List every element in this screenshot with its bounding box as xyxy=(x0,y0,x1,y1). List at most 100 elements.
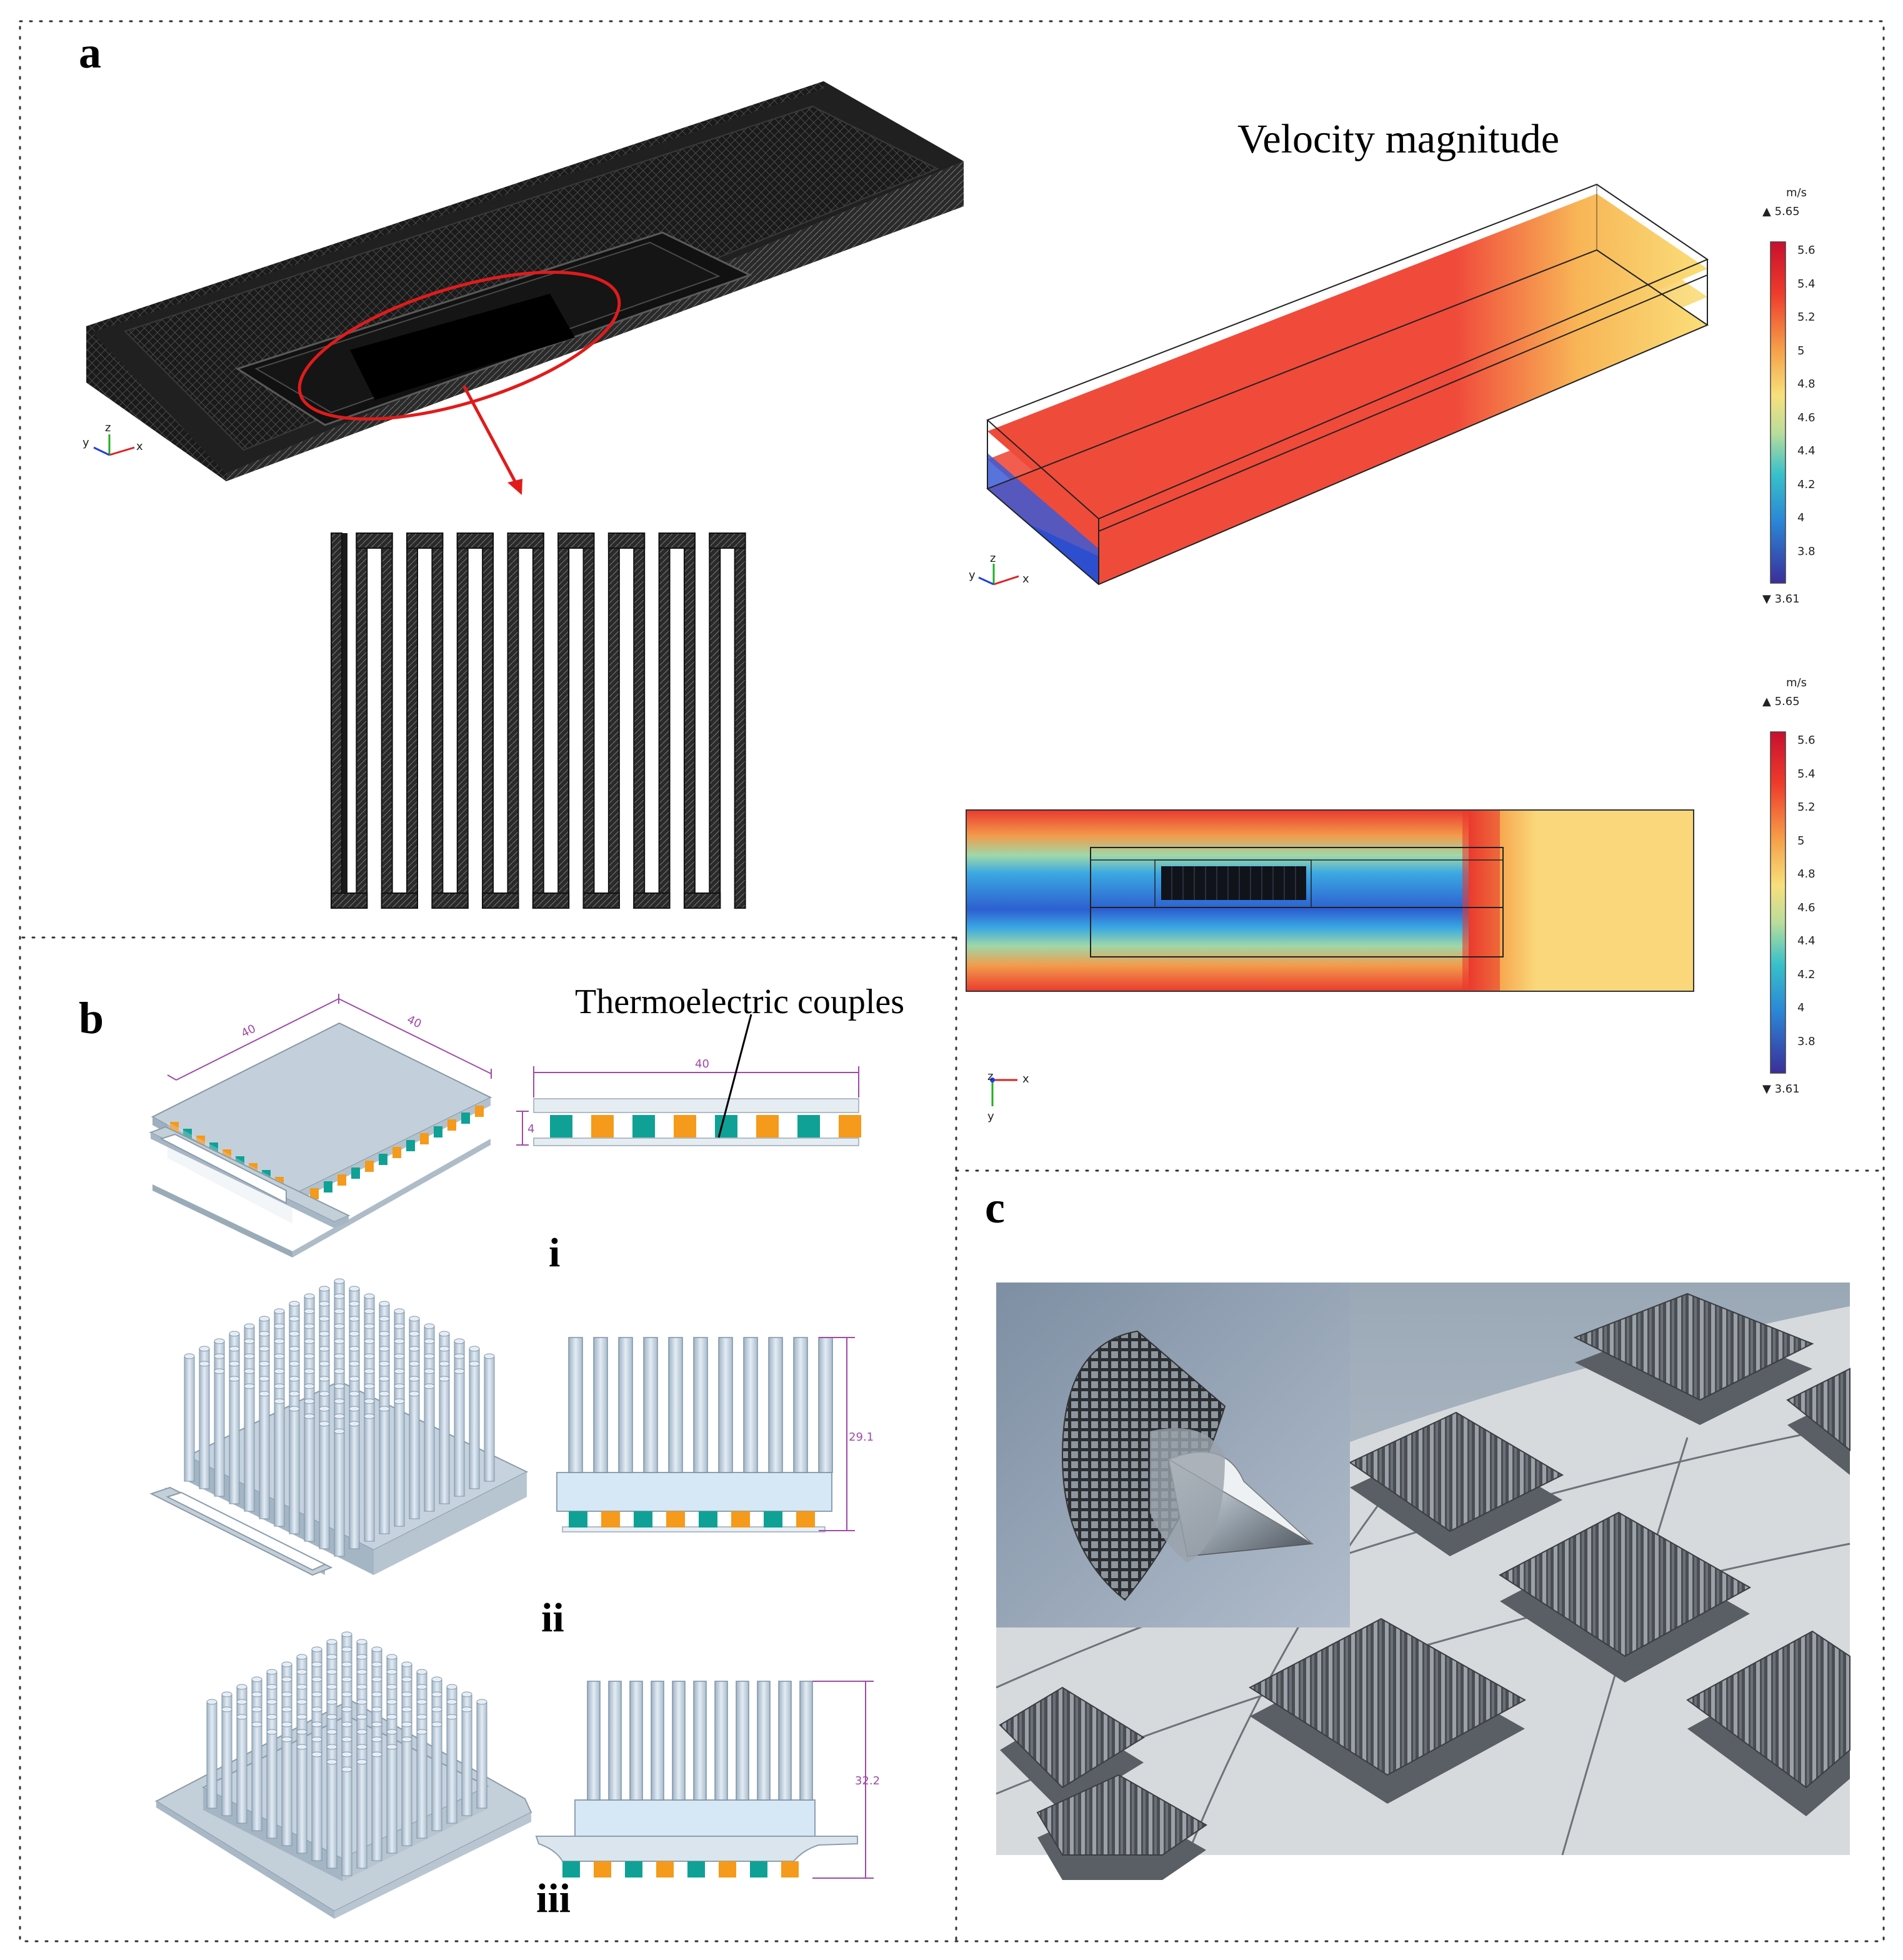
fin-side-view xyxy=(718,1337,733,1473)
colorbar-tick-label: 5.6 xyxy=(1797,244,1816,257)
fin-side-view xyxy=(693,1337,708,1473)
fin-pin xyxy=(289,1408,300,1534)
sub-label-i: i xyxy=(549,1230,561,1276)
serpentine-bend xyxy=(356,532,393,549)
serpentine-leg xyxy=(683,532,696,909)
velocity-title: Velocity magnitude xyxy=(1237,116,1560,162)
teg-iso-leg xyxy=(379,1154,387,1165)
serpentine-bend xyxy=(582,892,620,909)
panel-label-c: c xyxy=(985,1182,1005,1232)
fin-pin xyxy=(304,1416,315,1542)
colorbar-tick-label: 5.4 xyxy=(1797,767,1816,781)
fin-pin xyxy=(206,1701,217,1809)
colorbar-bottom-max: ▲ 5.65 xyxy=(1762,695,1800,708)
teg-couple-leg xyxy=(764,1511,782,1528)
heat-sink-fins-ii xyxy=(184,1278,495,1557)
teg-couple-leg xyxy=(634,1511,652,1528)
colorbar-tick-label: 5 xyxy=(1797,834,1805,848)
serpentine-leg xyxy=(381,532,393,909)
teg-iso-leg xyxy=(461,1112,470,1124)
serpentine-leg xyxy=(482,532,494,909)
colorbar-tick-label: 3.8 xyxy=(1797,544,1816,558)
heat-sink-side-ii xyxy=(556,1337,833,1532)
panel-borders xyxy=(19,20,1885,1942)
fin-pin xyxy=(274,1401,285,1527)
serpentine-bend xyxy=(406,532,444,549)
fin-side-view xyxy=(643,1337,658,1473)
teg-couple-leg xyxy=(656,1861,674,1878)
colorbar-tick-label: 4.6 xyxy=(1797,411,1816,424)
fin-side-view xyxy=(778,1681,792,1801)
teg-iso-leg xyxy=(337,1174,346,1186)
annotation-leader-line xyxy=(717,1014,752,1138)
colorbar-tick-label: 4 xyxy=(1797,1001,1805,1014)
fin-pin xyxy=(424,1386,435,1512)
fin-pin xyxy=(379,1408,390,1534)
teg-iso-leg xyxy=(324,1181,332,1192)
colorbar-top-min: ▼ 3.61 xyxy=(1762,592,1800,606)
fin-pin xyxy=(356,1761,367,1869)
fin-pin xyxy=(416,1731,427,1839)
fin-side-view xyxy=(736,1681,749,1801)
velocity-3d-axes-triad xyxy=(978,564,1019,586)
teg-couple-leg xyxy=(796,1511,815,1528)
teg-couple-leg xyxy=(569,1511,587,1528)
fin-side-view xyxy=(668,1337,683,1473)
serpentine-bend xyxy=(507,532,544,549)
colorbar-bottom-bar xyxy=(1770,731,1786,1074)
fin-array xyxy=(1573,1292,1814,1401)
colorbar-tick-label: 5 xyxy=(1797,344,1805,358)
v2d-axis-y: y xyxy=(987,1110,994,1123)
fin-pin xyxy=(484,1356,495,1482)
teg-couple-leg xyxy=(719,1861,736,1878)
fin-side-view xyxy=(693,1681,707,1801)
teg-couple-leg xyxy=(839,1115,861,1138)
fin-side-view xyxy=(651,1681,664,1801)
serpentine-bend xyxy=(381,892,419,909)
serpentine-leg xyxy=(532,532,544,909)
teg-iso-leg xyxy=(475,1106,484,1117)
fin-pin xyxy=(326,1761,337,1869)
serpentine-leg xyxy=(456,532,469,909)
colorbar-tick-label: 4.8 xyxy=(1797,868,1816,881)
colorbar-tick-label: 4 xyxy=(1797,511,1805,524)
fin-pin xyxy=(349,1423,360,1549)
fin-pin xyxy=(184,1356,195,1482)
fin-side-view xyxy=(714,1681,728,1801)
fin-side-view xyxy=(757,1681,771,1801)
teg-couple-leg xyxy=(756,1115,779,1138)
fin-pin xyxy=(364,1416,375,1542)
serpentine-leg xyxy=(633,532,646,909)
teg-iso-leg xyxy=(447,1119,456,1131)
fin-pin xyxy=(454,1371,465,1497)
serpentine-leg xyxy=(607,532,620,909)
sub-label-ii: ii xyxy=(541,1595,564,1641)
heat-sink-fins-iii xyxy=(206,1631,487,1876)
colorbar-tick-label: 4.8 xyxy=(1797,378,1816,391)
serpentine-bend xyxy=(633,892,671,909)
colorbar-top-unit: m/s xyxy=(1786,186,1807,199)
dim-line-top-a xyxy=(176,998,339,1081)
serpentine-mesh xyxy=(331,532,746,909)
dim-label-side-width: 40 xyxy=(695,1058,709,1071)
teg-couple-leg xyxy=(674,1115,696,1138)
teg-couple-leg xyxy=(632,1115,655,1138)
fin-side-view xyxy=(672,1681,686,1801)
v2d-axis-x: x xyxy=(1022,1072,1029,1086)
colorbar-tick-label: 4.4 xyxy=(1797,934,1816,948)
colorbar-tick-label: 4.2 xyxy=(1797,478,1816,491)
serpentine-leg xyxy=(734,532,746,909)
fin-side-view xyxy=(818,1337,833,1473)
fin-array xyxy=(1036,1774,1207,1856)
teg-couple-leg xyxy=(731,1511,750,1528)
outer-border xyxy=(19,20,1885,1942)
dim-label-fin-iii: 32.2 xyxy=(855,1774,880,1788)
mesh-axes-triad xyxy=(93,434,135,456)
colorbar-tick-label: 4.2 xyxy=(1797,968,1816,981)
velocity-2d-plot xyxy=(966,809,1694,1106)
fin-pin xyxy=(221,1709,232,1816)
fin-pin xyxy=(229,1378,240,1504)
thermoelectric-couples-label: Thermoelectric couples xyxy=(575,982,905,1021)
